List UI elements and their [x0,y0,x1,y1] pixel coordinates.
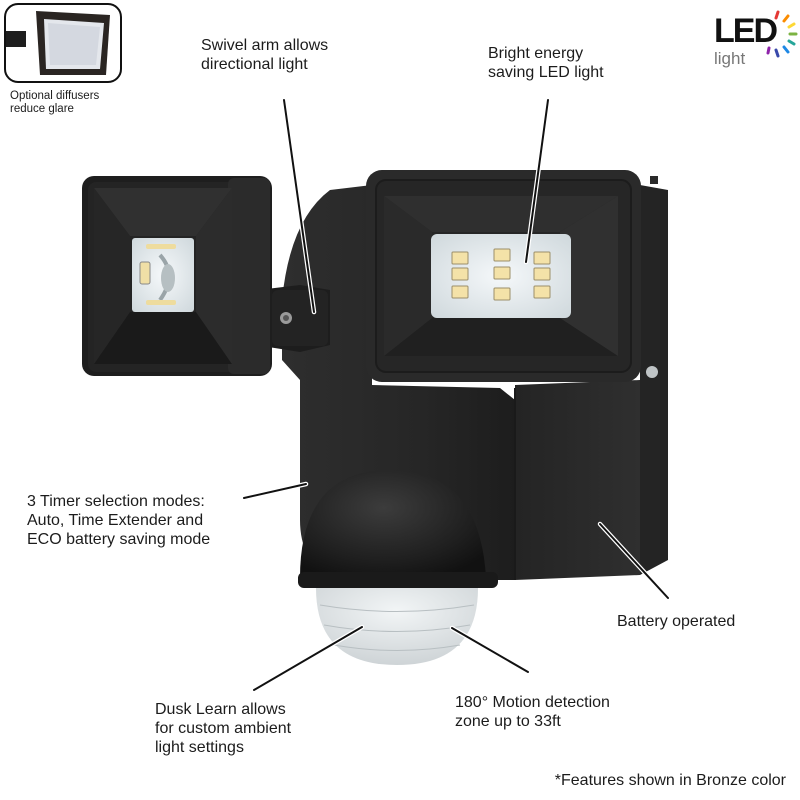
caption-line: 3 Timer selection modes: [27,493,205,510]
caption-line: Bright energy [488,45,584,62]
motion-sensor [298,470,498,665]
callout-timer-modes: 3 Timer selection modes: Auto, Time Exte… [27,492,210,549]
caption-line: light settings [155,739,244,756]
logo-sub-text: light [714,49,746,68]
led-light-logo: LED light [712,6,798,72]
callout-led-light: Bright energy saving LED light [488,44,604,82]
caption-line: Optional diffusers [10,90,100,102]
caption-line: saving LED light [488,64,604,81]
caption-line: Swivel arm allows [201,37,329,54]
diffuser-inset-image [4,3,122,83]
main-housing [282,176,668,580]
logo-main-text: LED [714,12,778,50]
caption-line: 180° Motion detection [455,694,610,711]
callout-dusk-learn: Dusk Learn allows for custom ambient lig… [155,700,291,757]
caption-line: directional light [201,56,308,73]
callout-motion-detection: 180° Motion detection zone up to 33ft [455,693,610,731]
caption-line: Battery operated [617,613,736,630]
caption-line: for custom ambient [155,720,292,737]
callout-swivel-arm: Swivel arm allows directional light [201,36,328,74]
caption-line: Auto, Time Extender and [27,512,204,529]
caption-line: Dusk Learn allows [155,701,286,718]
caption-line: zone up to 33ft [455,713,561,730]
callout-battery: Battery operated [617,612,735,631]
right-light-head [366,170,641,382]
footnote: *Features shown in Bronze color [554,772,786,789]
caption-line: ECO battery saving mode [27,531,211,548]
diffuser-caption: Optional diffusers reduce glare [10,90,99,116]
caption-line: reduce glare [10,103,74,115]
leader-lines [241,97,671,693]
left-light-head [82,176,272,376]
led-chip-array [451,248,551,301]
